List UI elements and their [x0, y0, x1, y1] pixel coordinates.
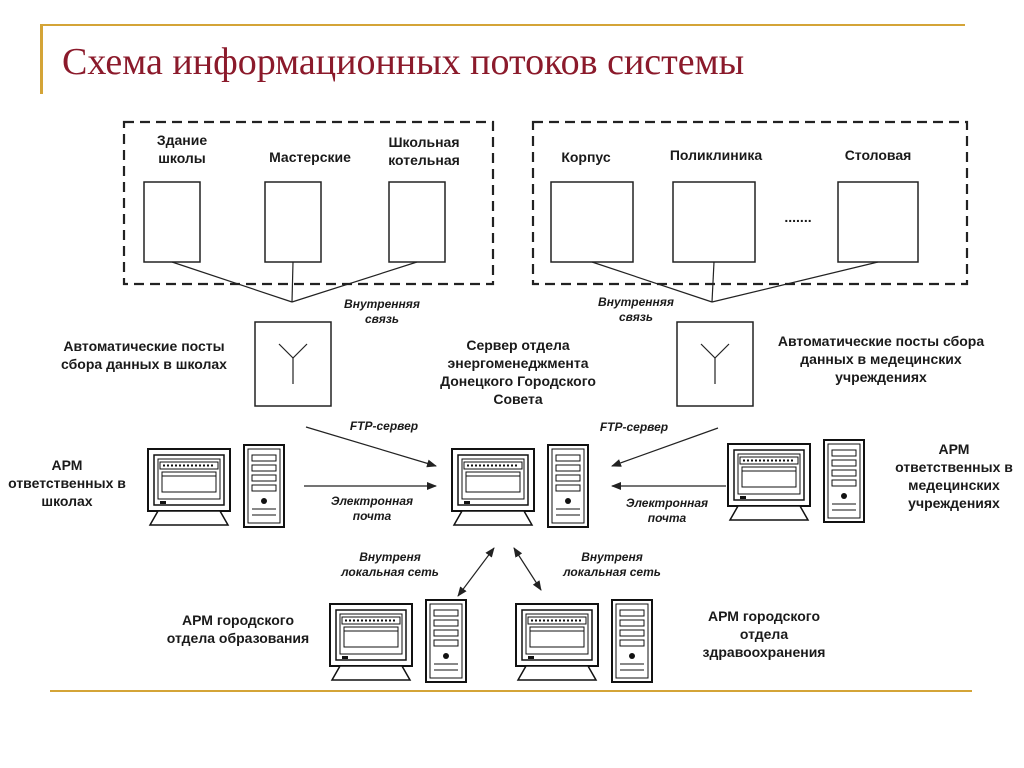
- school-buildings-group: [122, 120, 495, 286]
- flow-arrows: [304, 426, 726, 597]
- building-box-workshops: [264, 181, 322, 263]
- building-box-school: [143, 181, 201, 263]
- arm-education-label: АРМ городского отдела образования: [166, 612, 310, 646]
- email-label-right: Электронная почта: [625, 496, 709, 525]
- auto-post-schools-icon: [254, 321, 332, 407]
- building-label-canteen: Столовая: [844, 147, 912, 163]
- arm-schools-computer-icon: [147, 444, 285, 528]
- email-label-left: Электронная почта: [330, 494, 414, 523]
- top-rule: [40, 24, 965, 26]
- building-label-workshops: Мастерские: [269, 149, 351, 165]
- bottom-rule: [50, 690, 972, 692]
- building-label-boiler: Школьная котельная: [388, 134, 460, 168]
- internal-link-label-left: Внутренняя связь: [344, 297, 420, 326]
- building-box-canteen: [837, 181, 919, 263]
- arm-health-computer-icon: [515, 599, 653, 683]
- lan-label-right: Внутреня локальная сеть: [563, 550, 661, 579]
- ftp-label-right: FTP-сервер: [599, 420, 669, 434]
- more-buildings-ellipsis: .......: [784, 209, 812, 225]
- building-label-korpus: Корпус: [561, 149, 611, 165]
- building-label-clinic: Поликлиника: [669, 147, 763, 163]
- lan-label-left: Внутреня локальная сеть: [341, 550, 439, 579]
- building-box-boiler: [388, 181, 446, 263]
- building-box-korpus: [550, 181, 634, 263]
- server-computer-icon: [451, 444, 589, 528]
- internal-link-label-right: Внутренняя связь: [598, 295, 674, 324]
- building-label-school: Здание школы: [156, 132, 208, 166]
- internal-link-lines-left: [171, 261, 418, 303]
- page-title: Схема информационных потоков системы: [62, 41, 745, 83]
- medical-buildings-group: [531, 120, 969, 286]
- internal-link-lines-right: [591, 261, 879, 303]
- auto-posts-medical-label: Автоматические посты сбора данных в меде…: [777, 333, 985, 385]
- arm-medical-computer-icon: [727, 439, 865, 523]
- arm-medical-label: АРМ ответственных в медецинских учрежден…: [895, 441, 1013, 511]
- server-label: Сервер отдела энергоменеджмента Донецког…: [440, 337, 596, 407]
- auto-posts-schools-label: Автоматические посты сбора данных в школ…: [61, 338, 227, 372]
- arm-health-label: АРМ городского отдела здравоохранения: [702, 608, 826, 660]
- arm-schools-label: АРМ ответственных в школах: [8, 457, 126, 509]
- ftp-label-left: FTP-сервер: [349, 419, 419, 433]
- arm-education-computer-icon: [329, 599, 467, 683]
- title-accent-bar: [40, 24, 43, 94]
- building-box-clinic: [672, 181, 756, 263]
- auto-post-medical-icon: [676, 321, 754, 407]
